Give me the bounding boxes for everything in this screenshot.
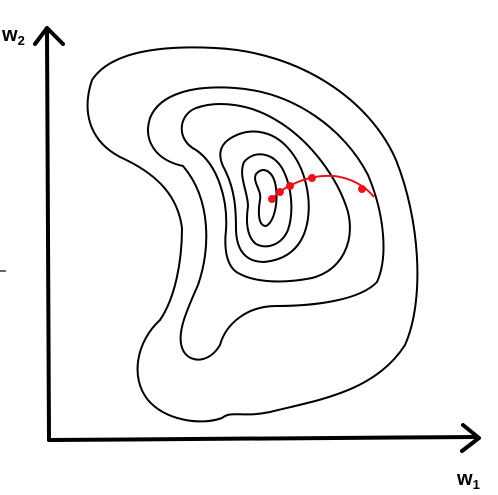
y-axis-arrowhead <box>33 26 65 46</box>
x-axis-label: w1 <box>456 468 480 492</box>
descent-step-point <box>276 188 284 196</box>
x-axis-arrowhead <box>460 423 481 453</box>
contour-lines <box>86 46 419 423</box>
y-axis-label: w2 <box>1 24 25 48</box>
descent-path <box>268 174 375 203</box>
contour-line-6 <box>254 169 278 227</box>
contour-line-1 <box>86 46 419 423</box>
descent-step-point <box>358 185 366 193</box>
contour-line-5 <box>241 153 293 248</box>
descent-step-point <box>268 195 276 203</box>
y-axis-line <box>45 30 51 442</box>
descent-step-point <box>286 182 294 190</box>
axes <box>0 26 481 453</box>
contour-line-4 <box>219 130 310 263</box>
descent-step-point <box>308 174 316 182</box>
contour-line-2 <box>147 86 385 361</box>
contour-line-3 <box>180 103 351 283</box>
x-axis-line <box>47 435 479 442</box>
